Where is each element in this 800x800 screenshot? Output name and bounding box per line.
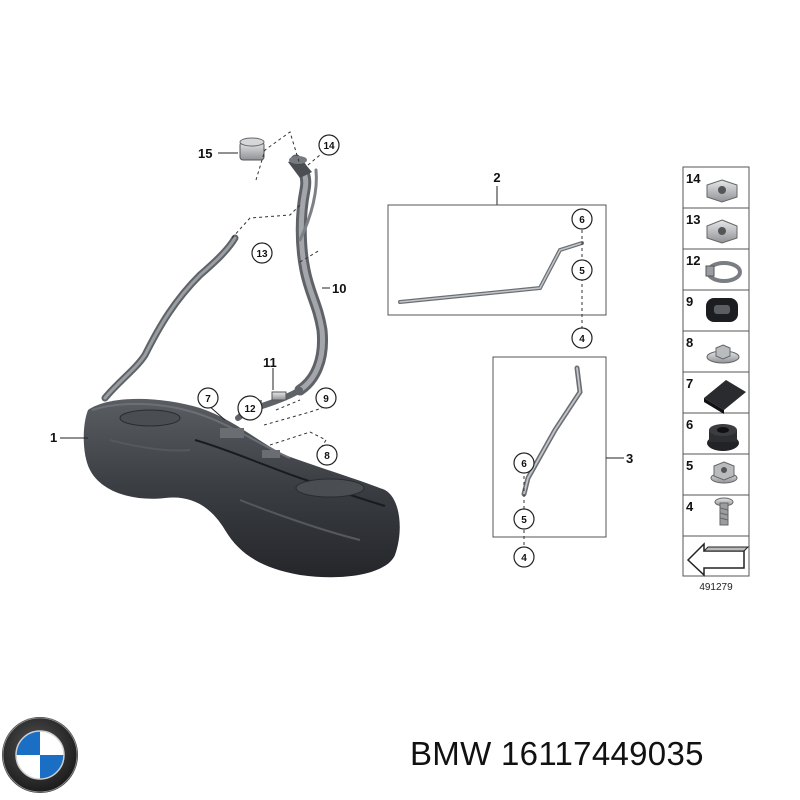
- bolt-4-icon: [714, 497, 734, 526]
- direction-arrow-icon: [686, 542, 750, 577]
- bmw-logo: [2, 717, 78, 793]
- strap-box-3: 3 6 5 4: [492, 356, 633, 568]
- nut-13-icon: [706, 219, 738, 244]
- callout-1: 1: [50, 430, 57, 445]
- callout-4-b: 4: [521, 553, 527, 564]
- callout-6-a: 6: [579, 215, 585, 226]
- fuel-tank-image: [83, 398, 400, 578]
- callout-11: 11: [263, 355, 277, 370]
- callout-13: 13: [256, 249, 268, 260]
- legend-label-4: 4: [686, 499, 694, 514]
- callout-3: 3: [626, 451, 633, 466]
- parts-legend: 14 13 12 9 8 7: [682, 166, 750, 593]
- callout-7: 7: [205, 394, 211, 405]
- legend-label-12: 12: [686, 253, 700, 268]
- callout-9: 9: [323, 394, 329, 405]
- callout-12: 12: [244, 404, 256, 415]
- assembly-dashed-lines: [231, 131, 327, 451]
- nut-14-icon: [706, 179, 738, 203]
- grommet-9-icon: [706, 298, 738, 322]
- callout-15: 15: [198, 146, 212, 161]
- legend-label-14: 14: [686, 171, 701, 186]
- callout-8: 8: [324, 451, 330, 462]
- legend-label-13: 13: [686, 212, 700, 227]
- hose-clamp-12-icon: [705, 261, 742, 283]
- callout-6-b: 6: [521, 459, 527, 470]
- callout-10: 10: [332, 281, 346, 296]
- rubber-grommet-6-icon: [707, 424, 739, 451]
- legend-label-9: 9: [686, 294, 693, 309]
- fuel-pipes: [101, 154, 329, 421]
- legend-label-7: 7: [686, 376, 693, 391]
- callout-14: 14: [323, 141, 335, 152]
- pad-7-icon: [704, 380, 746, 414]
- legend-label-5: 5: [686, 458, 693, 473]
- fuel-cap-icon: [239, 137, 265, 161]
- diagram-code: 491279: [699, 582, 733, 593]
- callout-4-a: 4: [579, 334, 585, 345]
- callout-5-a: 5: [579, 266, 585, 277]
- callout-2: 2: [493, 170, 500, 185]
- strap-box-2: 2 6 5 4: [387, 170, 607, 349]
- legend-label-8: 8: [686, 335, 693, 350]
- washer-nut-8-icon: [706, 344, 740, 364]
- collar-nut-5-icon: [710, 461, 738, 484]
- part-number-caption: BMW 16117449035: [410, 735, 704, 772]
- legend-label-6: 6: [686, 417, 693, 432]
- callout-5-b: 5: [521, 515, 527, 526]
